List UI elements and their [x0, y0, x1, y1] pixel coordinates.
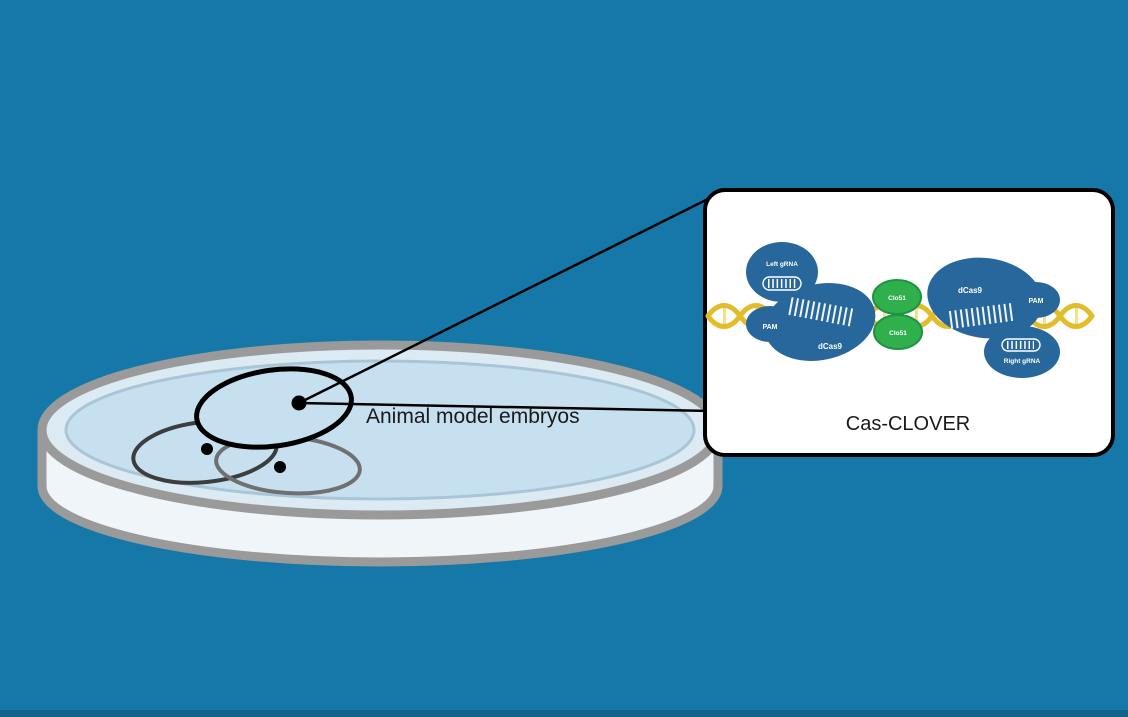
embryo-back-left-nucleus: [201, 443, 213, 455]
left-dcas9-complex: Left gRNA PAM dCas9: [746, 242, 876, 361]
left-pam-label: PAM: [762, 324, 777, 331]
left-pam-lobe: [746, 306, 794, 342]
embryo-front-nucleus: [291, 395, 307, 411]
left-grna-scaffold: [762, 276, 802, 291]
left-grna-label: Left gRNA: [766, 261, 798, 268]
right-pam-lobe: [1012, 282, 1060, 318]
embryo-front: [194, 366, 354, 450]
embryo-back-right-nucleus: [274, 461, 286, 473]
left-dcas9-label: dCas9: [818, 342, 843, 351]
connector-line-bottom: [298, 401, 713, 413]
clo51-top-label: Clo51: [888, 295, 906, 302]
right-grna-blob: [984, 326, 1060, 378]
embryos-label: Animal model embryos: [366, 405, 580, 428]
right-grna-scaffold: [1001, 338, 1041, 352]
callout-box: Left gRNA PAM dCas9 dCas9 PAM Right gRNA…: [703, 188, 1115, 457]
clo51-bottom-label: Clo51: [889, 330, 907, 337]
callout-title: Cas-CLOVER: [846, 413, 970, 435]
petri-dish: [37, 340, 723, 567]
bottom-edge-shade: [0, 710, 1128, 717]
clo51-bottom-blob: [873, 314, 923, 350]
right-pam-label: PAM: [1028, 298, 1043, 305]
right-dcas9-complex: dCas9 PAM Right gRNA: [927, 257, 1060, 378]
connector-line-top: [298, 195, 713, 405]
right-dcas9-label: dCas9: [958, 286, 983, 295]
clo51-top-blob: [872, 279, 922, 315]
right-grna-label: Right gRNA: [1004, 358, 1041, 365]
clo51-dimer: Clo51 Clo51: [872, 279, 923, 350]
embryo-cluster: [131, 366, 362, 496]
